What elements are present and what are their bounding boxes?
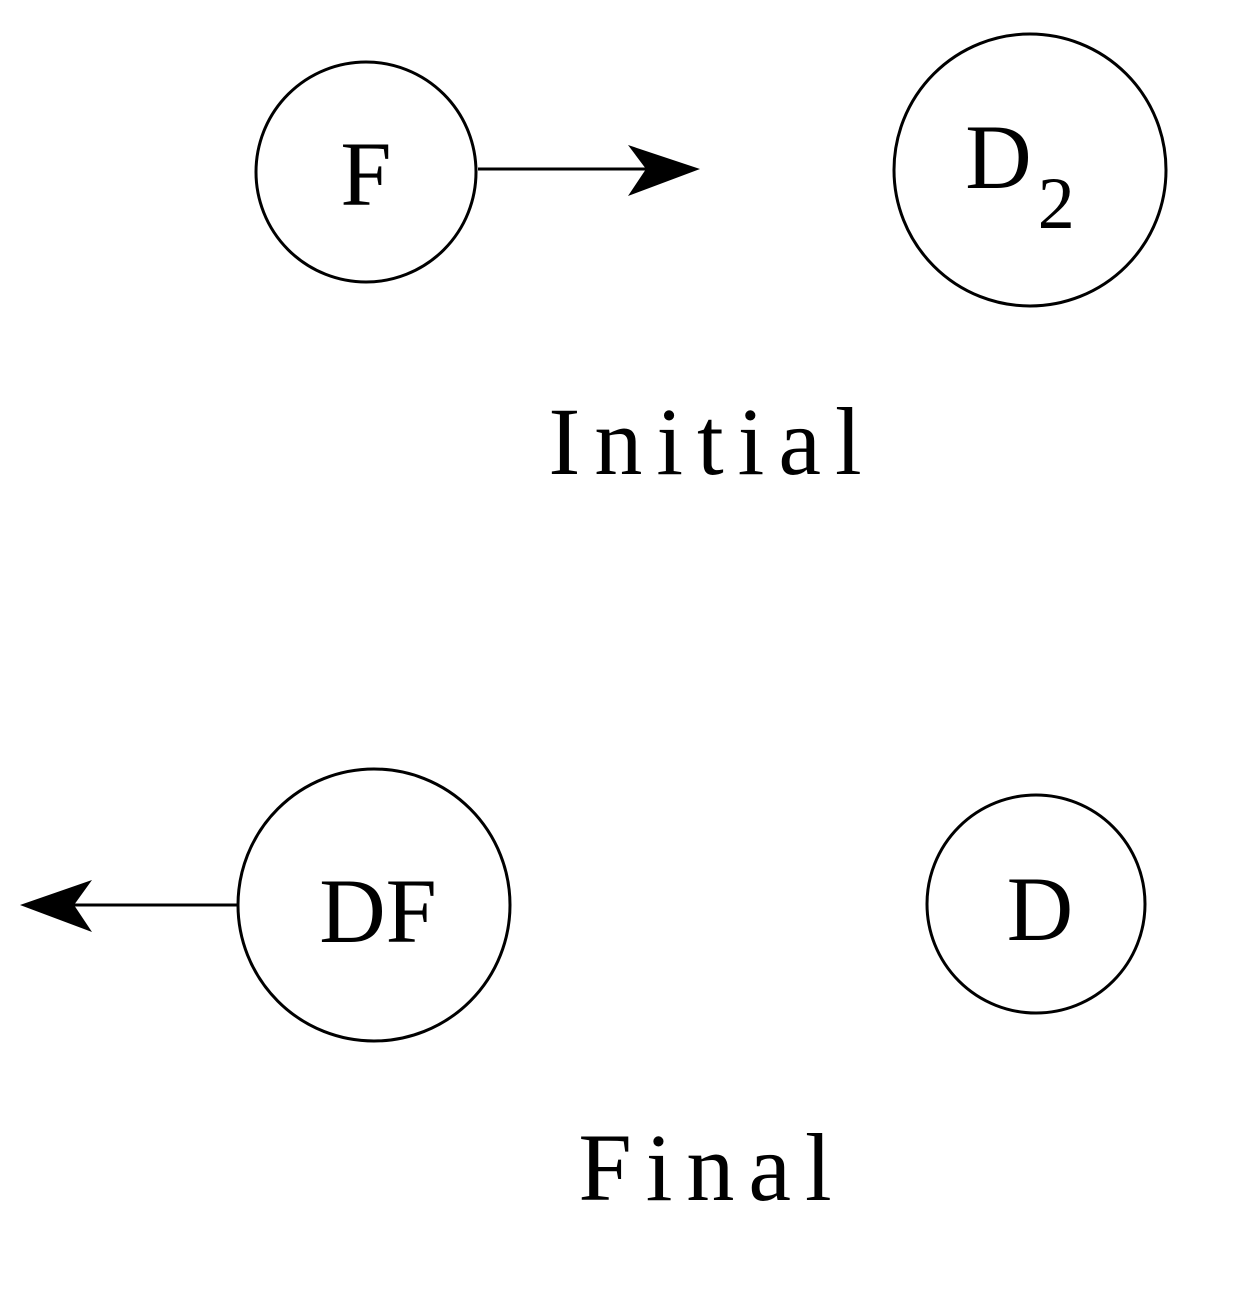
initial-arrow-head [628,145,700,196]
final-d-circle [925,793,1147,1015]
initial-d2-circle [892,32,1168,308]
initial-d2-label: D2 [965,106,1074,245]
initial-state-label: Initial [548,388,875,495]
initial-f-label: F [340,123,391,225]
initial-d2-subscript: 2 [1038,163,1075,245]
final-state-label: Final [578,1114,845,1221]
initial-state: F D2 Initial [254,32,1168,495]
final-df-label: DF [319,860,437,962]
initial-f-circle [254,60,478,284]
initial-d2-letter: D [965,106,1031,208]
final-df-circle [236,767,512,1043]
final-d-label: D [1007,858,1073,960]
final-arrow-head [20,880,92,932]
final-state: DF D Final [20,767,1147,1221]
